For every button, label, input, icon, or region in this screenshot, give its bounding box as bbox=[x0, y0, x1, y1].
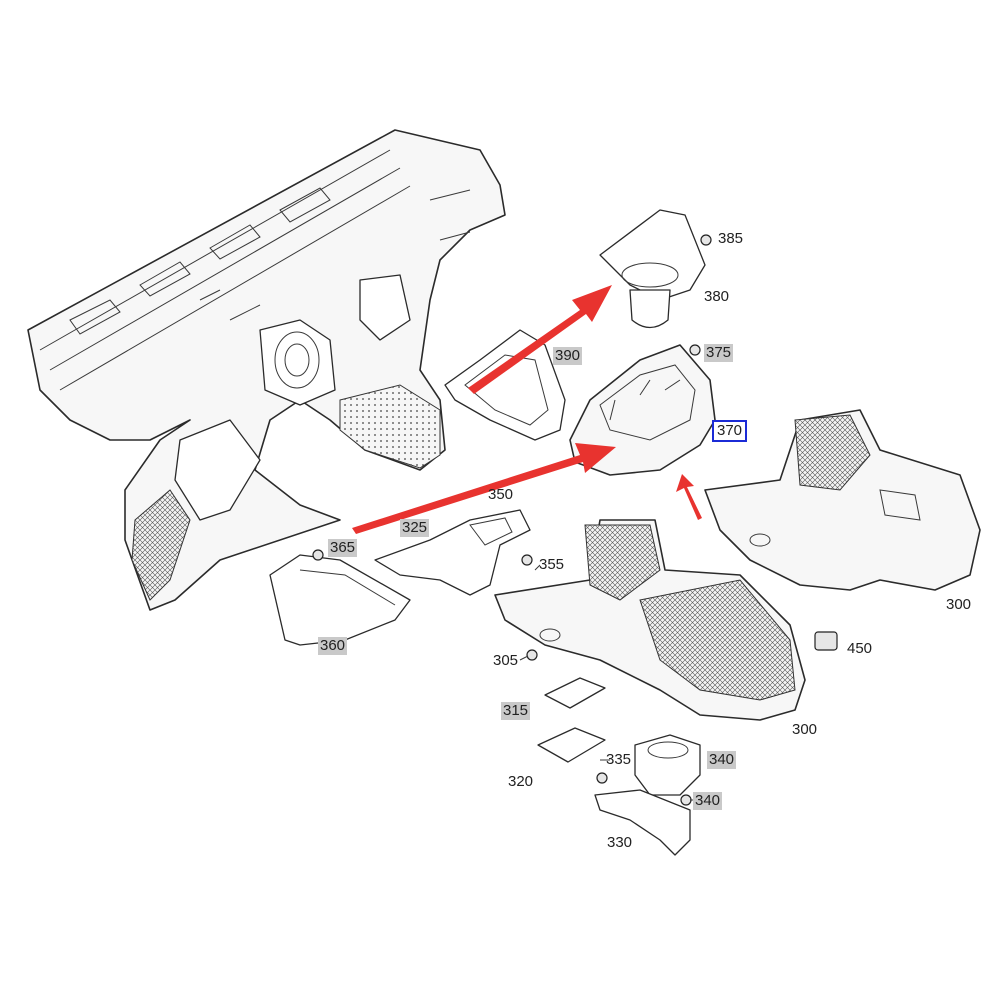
callout-385: 385 bbox=[718, 230, 744, 247]
part-390-trim-frame bbox=[444, 329, 566, 441]
callout-375: 375 bbox=[704, 344, 734, 362]
callout-365: 365 bbox=[328, 539, 358, 557]
callout-360: 360 bbox=[318, 637, 348, 655]
callout-340-upper: 340 bbox=[707, 751, 737, 769]
callout-325: 325 bbox=[400, 519, 430, 537]
fasteners bbox=[312, 234, 838, 806]
arrow-to-370 bbox=[352, 443, 616, 534]
leader-lines bbox=[519, 564, 695, 801]
part-350-bracket bbox=[374, 509, 531, 596]
callout-330: 330 bbox=[607, 834, 633, 851]
arrow-to-370-bottom bbox=[676, 474, 702, 520]
red-arrows bbox=[352, 285, 702, 534]
callout-320: 320 bbox=[508, 773, 534, 790]
callout-390: 390 bbox=[553, 347, 583, 365]
callout-335: 335 bbox=[606, 751, 632, 768]
callout-305: 305 bbox=[493, 652, 519, 669]
callout-300-rear: 300 bbox=[946, 596, 972, 613]
part-300-center-console bbox=[494, 519, 806, 721]
callout-300-center: 300 bbox=[792, 721, 818, 738]
callout-340-lower: 340 bbox=[693, 792, 723, 810]
part-330-bracket bbox=[594, 789, 691, 856]
part-340-holder bbox=[634, 734, 701, 796]
part-300-rear-console bbox=[704, 409, 981, 591]
dashboard-assembly bbox=[27, 129, 506, 611]
callout-380: 380 bbox=[704, 288, 730, 305]
part-320-cover bbox=[537, 727, 606, 763]
part-315-cover bbox=[544, 677, 606, 709]
callout-450: 450 bbox=[847, 640, 873, 657]
callout-315: 315 bbox=[501, 702, 531, 720]
callout-350: 350 bbox=[488, 486, 514, 503]
part-380-insert bbox=[599, 209, 706, 329]
callout-355: 355 bbox=[539, 556, 565, 573]
arrow-to-380 bbox=[468, 285, 612, 394]
callout-370-highlighted: 370 bbox=[712, 420, 748, 442]
